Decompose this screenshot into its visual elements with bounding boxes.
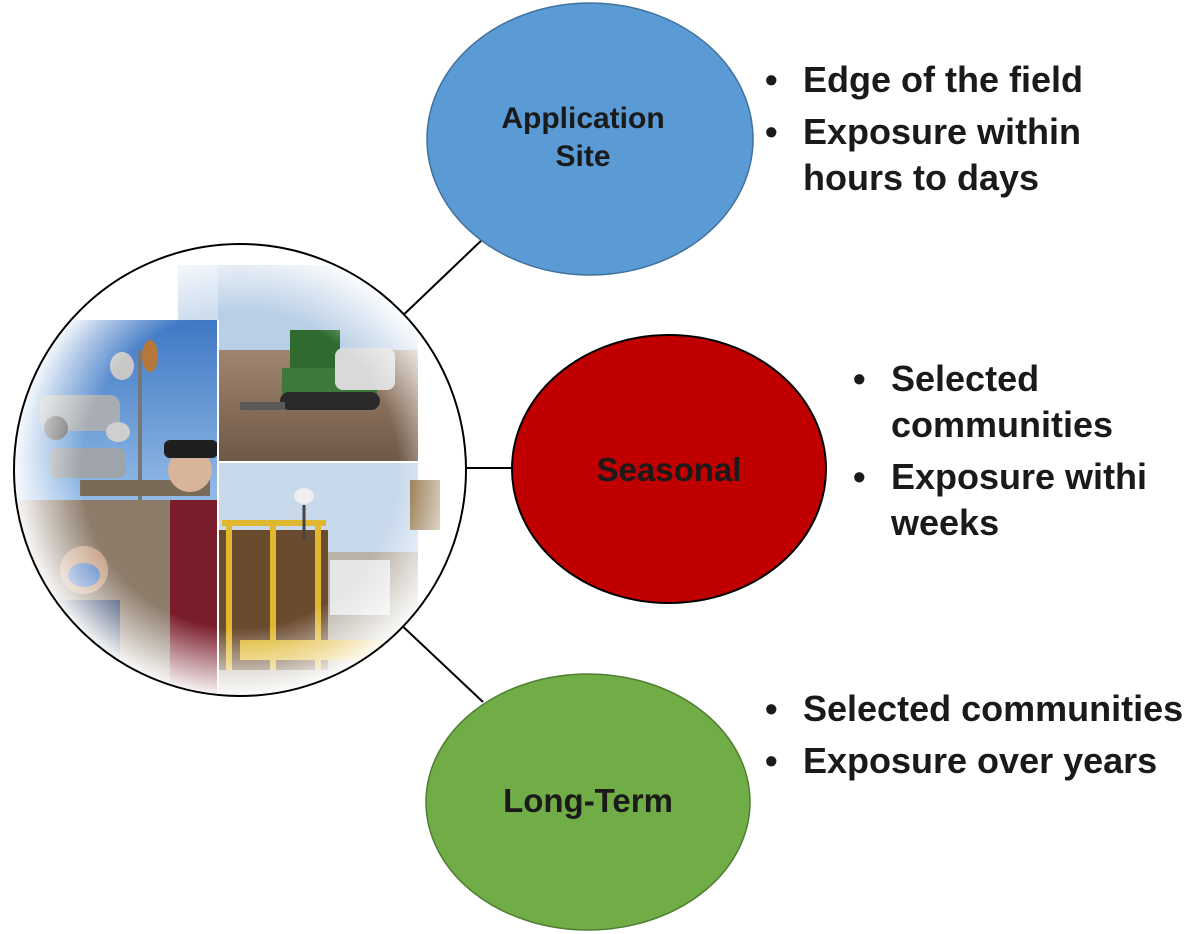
bullet-text: Exposure withi weeks: [891, 456, 1148, 544]
bullet-icon: •: [765, 59, 778, 100]
application-site-oval: [426, 2, 754, 276]
bullet-item: • Exposure within hours to days: [765, 109, 1190, 201]
seasonal-bullets: • Selected communities • Exposure withi we…: [853, 356, 1190, 552]
long-term-oval: [425, 673, 751, 931]
application-site-label-line1: Application: [501, 102, 665, 135]
seasonal-oval: [511, 334, 827, 604]
connector-long-term: [395, 619, 484, 703]
connector-application-site: [395, 236, 486, 323]
bullet-text: Edge of the field: [803, 59, 1084, 100]
application-site-bullets: • Edge of the field • Exposure within hour…: [765, 57, 1190, 207]
bullet-text: Exposure over years: [803, 740, 1158, 782]
photo-collage: [14, 244, 466, 696]
bullet-item: • Selected communities: [853, 356, 1190, 448]
bullet-text: Selected communities: [803, 688, 1184, 729]
bullet-item: • Exposure withi weeks: [853, 454, 1190, 546]
bullet-icon: •: [765, 740, 778, 782]
long-term-bullets: • Selected communities • Exposure over yea…: [765, 686, 1190, 790]
photo-collage-border: [13, 243, 467, 697]
bullet-icon: •: [765, 111, 778, 153]
bullet-text: Exposure within hours to days: [803, 111, 1082, 199]
application-site-label-line2: Site: [555, 140, 611, 174]
application-site-label: Application Site: [448, 100, 718, 176]
seasonal-label: Seasonal: [596, 451, 742, 488]
bullet-icon: •: [853, 456, 866, 498]
bullet-icon: •: [853, 358, 866, 399]
bullet-text: Selected communities: [891, 358, 1114, 446]
bullet-item: • Edge of the field: [765, 57, 1190, 103]
bullet-item: • Exposure over years: [765, 738, 1190, 784]
bullet-item: • Selected communities: [765, 686, 1190, 732]
bullet-icon: •: [765, 688, 778, 729]
long-term-label: Long-Term: [503, 782, 673, 819]
